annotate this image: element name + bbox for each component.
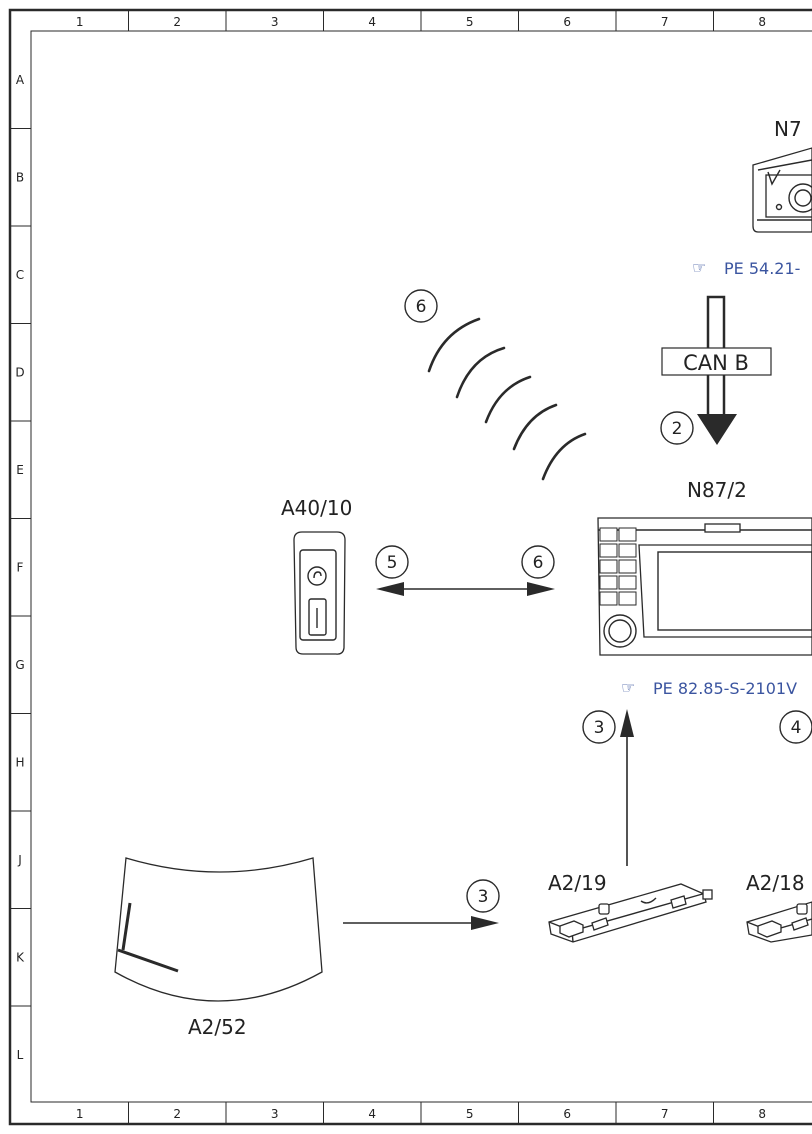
ruler-column-label: 8	[758, 1107, 766, 1121]
marker-2: 2	[672, 419, 683, 439]
label-a2-18: A2/18	[746, 871, 805, 895]
marker-3-lower-circle	[466, 879, 500, 913]
a2-52-rear-window-icon	[114, 857, 323, 1002]
ruler-row-label: F	[17, 560, 24, 574]
ruler-row-label: A	[16, 73, 25, 87]
n87-2-head-unit-icon	[597, 517, 812, 656]
marker-5: 5	[387, 553, 398, 573]
a2-18-module-icon	[746, 901, 812, 943]
ruler-column-label: 1	[76, 15, 84, 29]
marker-5-circle	[375, 545, 409, 579]
ruler-column-label: 8	[758, 15, 766, 29]
bidirectional-arrow	[376, 582, 555, 596]
label-a2-19: A2/19	[548, 871, 607, 895]
ruler-column-label: 5	[466, 1107, 474, 1121]
pointer-hand-icon-mid: ☞	[621, 678, 635, 697]
a40-10-remote-icon	[293, 531, 346, 655]
marker-2-circle	[660, 411, 694, 445]
ruler-column-label: 2	[173, 1107, 181, 1121]
ref-link-top[interactable]: PE 54.21-	[724, 259, 800, 278]
ruler-column-label: 6	[563, 1107, 571, 1121]
up-arrow	[620, 709, 634, 866]
ruler-column-label: 5	[466, 15, 474, 29]
ruler-columns-bottom: 1 2 3 4 5 6 7 8	[76, 1107, 766, 1121]
marker-4: 4	[791, 718, 802, 738]
marker-3-upper-circle	[582, 710, 616, 744]
a2-19-module-icon	[548, 883, 713, 943]
ruler-ticks	[10, 10, 714, 1124]
ruler-column-label: 7	[661, 1107, 669, 1121]
label-n7: N7	[774, 117, 802, 141]
ruler-column-label: 2	[173, 15, 181, 29]
ruler-row-label: J	[17, 853, 22, 867]
can-b-box	[661, 347, 772, 376]
marker-6-signal-circle	[404, 289, 438, 323]
ruler-column-label: 4	[368, 1107, 376, 1121]
ruler-rows: A B C D E F G H J K L	[15, 73, 25, 1062]
can-b-label: CAN B	[683, 351, 749, 375]
ruler-column-label: 7	[661, 15, 669, 29]
ruler-row-label: C	[16, 268, 24, 282]
n7-device-icon	[752, 147, 812, 233]
ruler-column-label: 6	[563, 15, 571, 29]
marker-3-lower: 3	[478, 887, 489, 907]
right-arrow	[343, 916, 499, 930]
ruler-row-label: L	[17, 1048, 24, 1062]
label-a40-10: A40/10	[281, 496, 352, 520]
label-n87-2: N87/2	[687, 478, 747, 502]
ruler-row-label: K	[16, 950, 25, 964]
marker-6-signal: 6	[416, 297, 427, 317]
pointer-hand-icon: ☞	[692, 258, 706, 277]
outer-border	[8, 8, 812, 1126]
label-a2-52: A2/52	[188, 1015, 247, 1039]
marker-6-arrow: 6	[533, 553, 544, 573]
marker-4-circle	[779, 710, 812, 744]
ruler-column-label: 3	[271, 1107, 279, 1121]
radio-signal-icon	[427, 317, 587, 481]
inner-frame	[30, 30, 812, 1103]
ruler-row-label: D	[15, 365, 24, 379]
ruler-row-label: B	[16, 170, 24, 184]
ref-link-mid[interactable]: PE 82.85-S-2101V	[653, 679, 797, 698]
ruler-row-label: H	[15, 755, 24, 769]
ruler-columns-top: 1 2 3 4 5 6 7 8	[76, 15, 766, 29]
marker-6-arrow-circle	[521, 545, 555, 579]
ruler-row-label: G	[15, 658, 24, 672]
ruler-column-label: 1	[76, 1107, 84, 1121]
ruler-column-label: 4	[368, 15, 376, 29]
ruler-row-label: E	[16, 463, 24, 477]
marker-3-upper: 3	[594, 718, 605, 738]
ruler-column-label: 3	[271, 15, 279, 29]
